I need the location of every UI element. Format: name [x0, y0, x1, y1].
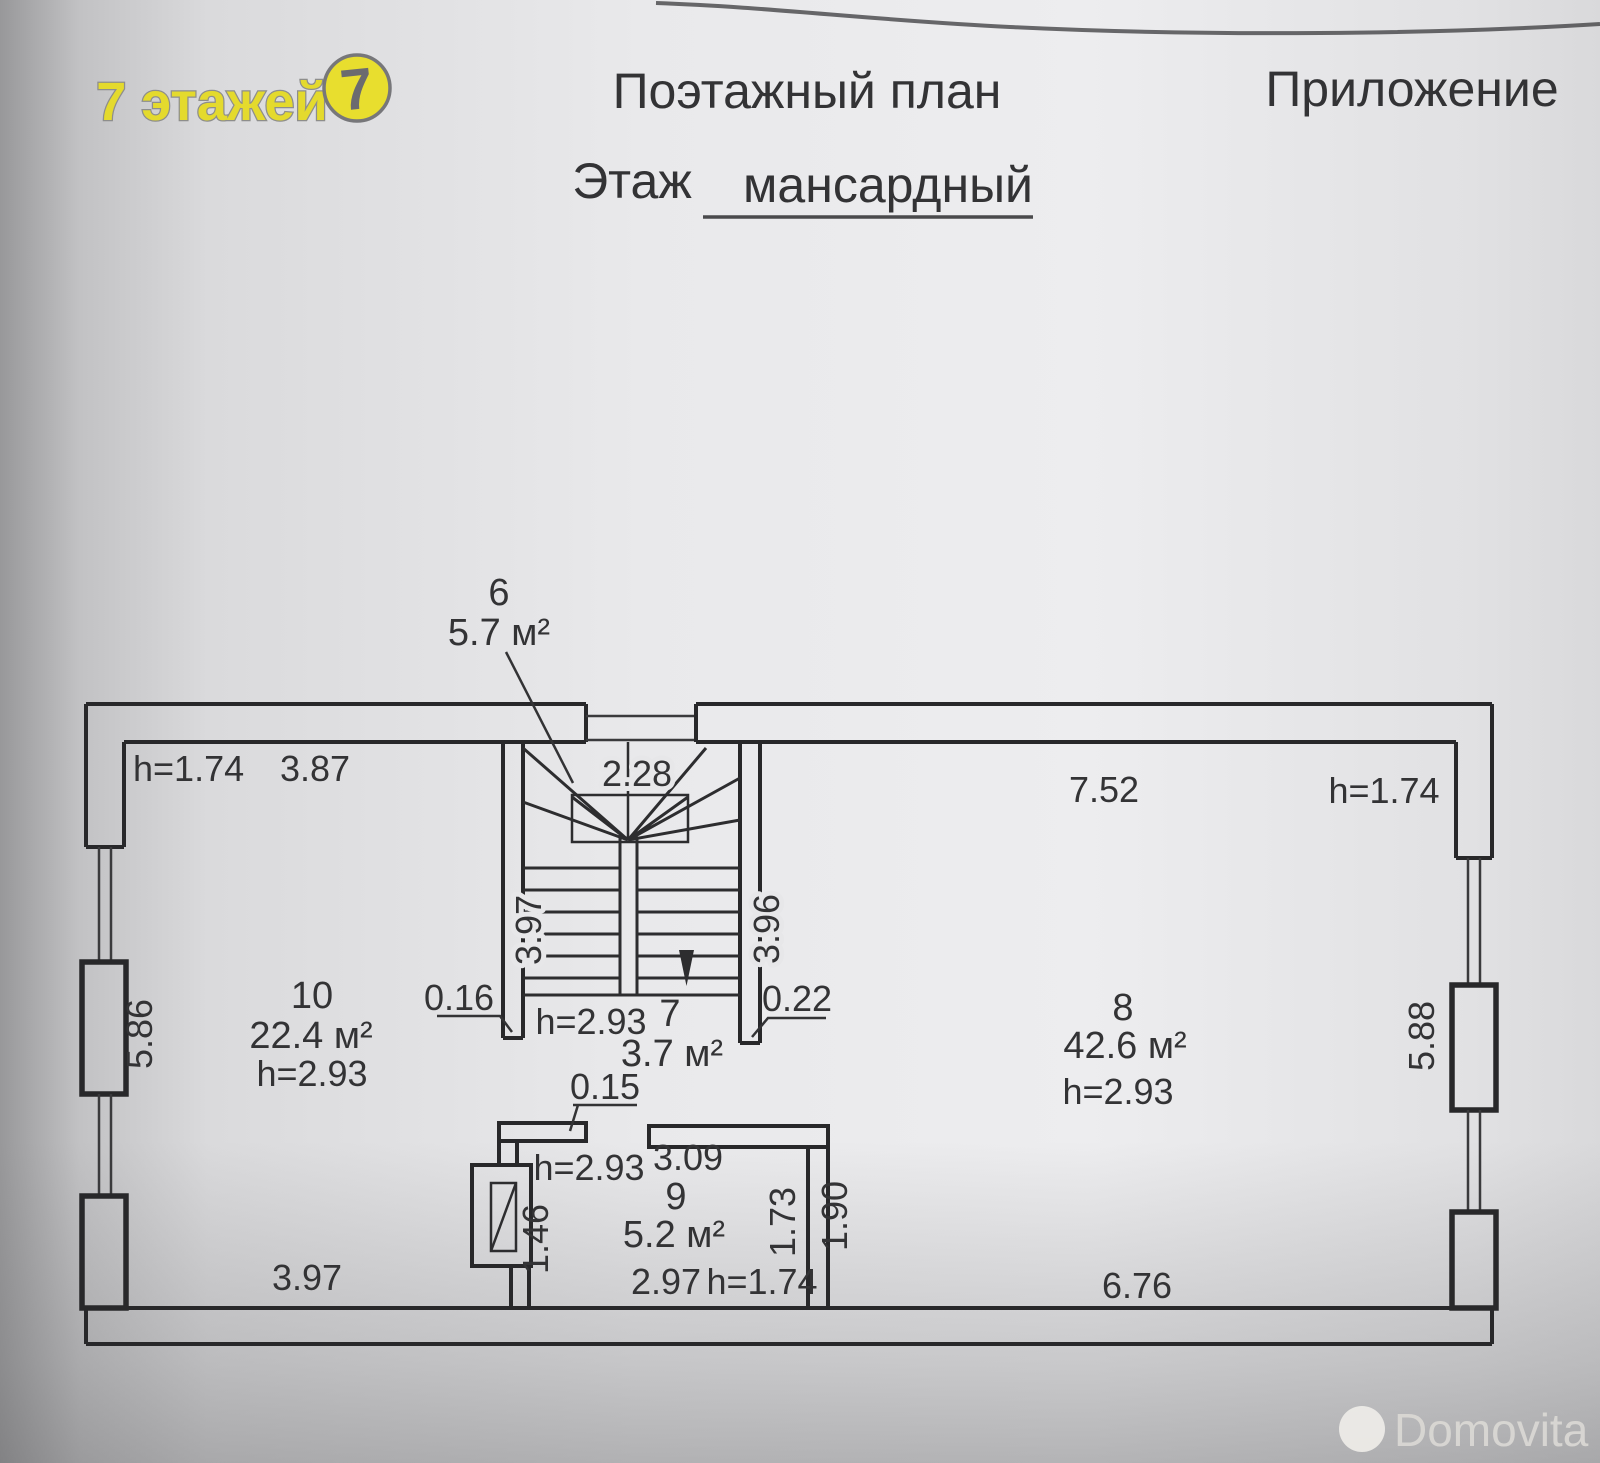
plan-labels: 6 5.7 м² h=1.74 3.87 2.28 7.52 h=1.74 5.…	[119, 572, 1442, 1306]
brand-logo-badge-circle	[322, 53, 392, 123]
dim-top-left-height: h=1.74	[133, 748, 244, 789]
room8-height: h=2.93	[1062, 1071, 1173, 1112]
right-window-1	[1466, 858, 1482, 985]
floor-value: мансардный	[743, 157, 1033, 213]
dim-left-wall-end: 0.16	[424, 977, 494, 1018]
stair-steps-left	[523, 866, 620, 980]
brand-logo-badge-digit: 7	[337, 56, 376, 124]
dim-stair-right-depth: 3.96	[746, 894, 787, 964]
left-window-2	[97, 1094, 113, 1196]
right-wall-pier-2	[1449, 1209, 1499, 1311]
wall-right-upper	[1454, 704, 1494, 860]
floor-label: Этаж	[572, 153, 692, 209]
stove-flue	[489, 1181, 518, 1253]
stair-steps-right	[637, 866, 740, 980]
dim-stove-side: 1.46	[515, 1204, 556, 1274]
staircase	[501, 742, 762, 1045]
watermark: Domovita	[1339, 1404, 1589, 1456]
wall-left-upper	[84, 704, 126, 849]
dim-stair-width: 2.28	[602, 753, 672, 794]
dim-bottom-right-width: 6.76	[1102, 1265, 1172, 1306]
left-wall-pier-1	[79, 959, 129, 1097]
dim-room9-top-width: 3.09	[653, 1137, 723, 1178]
watermark-circle-icon	[1339, 1406, 1385, 1452]
room8-number: 8	[1112, 987, 1133, 1029]
wall-bottom	[86, 1306, 1492, 1346]
dim-top-right-width: 7.52	[1069, 769, 1139, 810]
dim-top-right-height: h=1.74	[1328, 770, 1439, 811]
dim-bottom-left-width: 3.97	[272, 1257, 342, 1298]
stair-top-window	[586, 714, 696, 742]
room10-height: h=2.93	[256, 1053, 367, 1094]
room10-number: 10	[291, 975, 333, 1017]
stove-wall-below	[509, 1264, 531, 1310]
stove-flue-diagonal	[489, 1182, 518, 1252]
dim-room9-outer-depth: 1.90	[814, 1181, 855, 1251]
stair-direction-arrow	[679, 950, 694, 986]
room6-number: 6	[488, 572, 509, 614]
room6-leader	[504, 651, 575, 784]
dim-right-wall: 5.88	[1401, 1001, 1442, 1071]
room9-partition-top	[647, 1124, 830, 1149]
dim-015-leader	[568, 1103, 637, 1132]
brand-logo-text: 7 этажей	[96, 72, 327, 132]
dim-right-wall-end: 0.22	[762, 978, 832, 1019]
stair-wall-right	[738, 742, 762, 1045]
room9-height: h=2.93	[533, 1147, 644, 1188]
page-title: Поэтажный план	[613, 63, 1002, 119]
paper-fold-line	[655, 1, 1600, 36]
dim-stair-left-depth: 3.97	[508, 895, 549, 965]
room7-area: 3.7 м²	[621, 1033, 723, 1075]
room9-number: 9	[665, 1176, 686, 1218]
wall-top-right	[694, 702, 1492, 744]
dim-022-leader	[751, 1016, 826, 1038]
room7-height: h=2.93	[535, 1001, 646, 1042]
wall-top-left	[86, 702, 588, 744]
dim-room9-bottom-height: h=1.74	[706, 1261, 817, 1302]
room9-partition-right	[806, 1145, 830, 1310]
watermark-text: Domovita	[1394, 1404, 1589, 1456]
dim-partition-thickness: 0.15	[570, 1066, 640, 1107]
stair-winder-fan	[522, 746, 741, 842]
room9-area: 5.2 м²	[623, 1214, 725, 1256]
room10-area: 22.4 м²	[249, 1015, 372, 1057]
dim-room9-inner-depth: 1.73	[762, 1187, 803, 1257]
room7-number: 7	[659, 993, 680, 1035]
brand-logo: 7 этажей 7	[95, 53, 392, 133]
right-wall-pier-1	[1449, 982, 1499, 1113]
dim-top-left-width: 3.87	[280, 748, 350, 789]
appendix-label: Приложение	[1265, 61, 1558, 117]
right-window-2	[1466, 1110, 1482, 1212]
room8-area: 42.6 м²	[1063, 1025, 1186, 1067]
room9-partition-left	[497, 1121, 588, 1143]
left-window-1	[97, 847, 113, 962]
left-wall-pier-2	[79, 1193, 129, 1311]
room9-partitions	[470, 1121, 830, 1310]
dim-left-wall: 5.86	[119, 999, 160, 1069]
outer-walls	[79, 702, 1499, 1346]
dim-016-leader	[437, 1014, 513, 1033]
stove-outline	[470, 1163, 533, 1268]
dim-room9-bottom-width: 2.97	[631, 1261, 701, 1302]
room6-area: 5.7 м²	[448, 612, 550, 654]
